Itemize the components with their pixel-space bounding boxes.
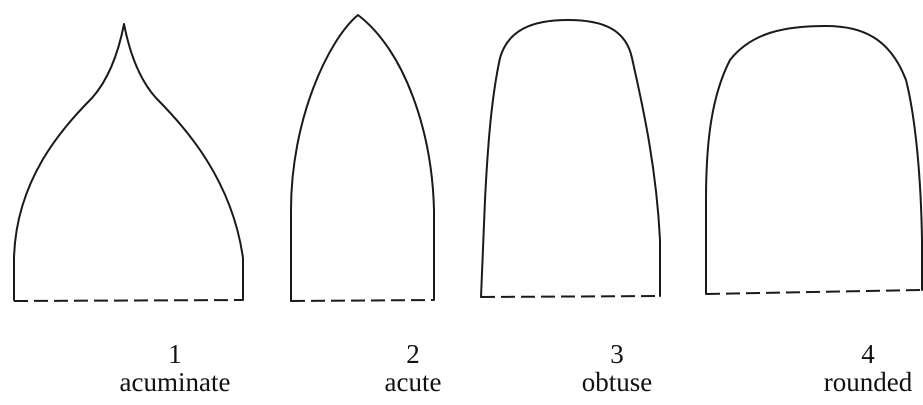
acuminate-baseline (13, 299, 244, 302)
acuminate-outline (13, 23, 244, 301)
shape-acuminate (13, 23, 244, 302)
label-name-obtuse: obtuse (581, 367, 653, 397)
label-number-1: 1 (168, 339, 182, 369)
label-acuminate: 1 acuminate (105, 340, 245, 396)
label-name-acuminate: acuminate (119, 367, 231, 397)
shape-rounded (705, 25, 923, 295)
label-number-3: 3 (610, 339, 624, 369)
label-obtuse: 3 obtuse (557, 340, 677, 396)
acute-outline (290, 14, 435, 302)
label-number-4: 4 (861, 339, 875, 369)
obtuse-baseline (480, 295, 661, 298)
label-name-acute: acute (384, 367, 442, 397)
label-name-rounded: rounded (823, 367, 913, 397)
shape-obtuse (480, 19, 661, 298)
acute-baseline (290, 299, 435, 302)
obtuse-outline (480, 19, 661, 298)
label-number-2: 2 (406, 339, 420, 369)
shape-acute (290, 14, 435, 302)
label-rounded: 4 rounded (813, 340, 923, 396)
rounded-baseline (705, 289, 923, 295)
label-acute: 2 acute (353, 340, 473, 396)
rounded-outline (705, 25, 923, 295)
